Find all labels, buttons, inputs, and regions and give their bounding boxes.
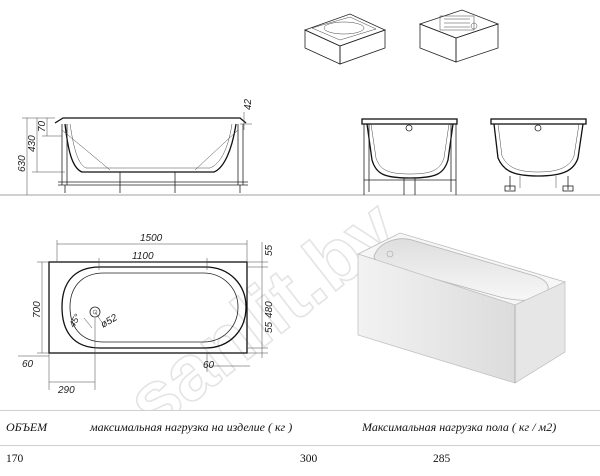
specs-header-row: ОБЪЕМ максимальная нагрузка на изделие (… [0, 410, 600, 446]
dim-drain-diameter: ø52 [99, 312, 120, 330]
plan-view: ø52 45° 1500 1100 55 480 55 700 290 60 [18, 233, 275, 396]
dim-rim: 42 [243, 98, 254, 110]
technical-drawing: sanlit.by [0, 9, 600, 410]
header-max-load-product: максимальная нагрузка на изделие ( кг ) [90, 420, 293, 434]
value-max-load-product: 300 [300, 453, 318, 465]
dim-length: 1500 [140, 233, 163, 244]
dim-inner-depth: 70 [37, 120, 48, 132]
side-view: 630 430 70 42 [0, 98, 600, 196]
front-view-legs [490, 118, 587, 192]
value-volume: 170 [6, 453, 24, 465]
front-view [361, 118, 458, 195]
value-max-floor-load: 285 [433, 453, 451, 465]
specs-table: ОБЪЕМ максимальная нагрузка на изделие (… [0, 410, 600, 476]
bath-render [356, 232, 567, 384]
dim-drain-offset: 60 [22, 359, 34, 370]
dim-inner-width: 480 [264, 301, 275, 318]
bath-frame-iso-icon [303, 13, 387, 65]
dim-end-offset: 60 [203, 360, 215, 371]
dim-width: 700 [32, 301, 43, 318]
specs-values-row: 170 300 285 [0, 450, 600, 474]
dim-edge-bottom: 55 [264, 321, 275, 333]
dim-total-height: 630 [17, 155, 28, 172]
bath-with-panel-iso-icon [418, 9, 500, 63]
header-max-floor-load: Максимальная нагрузка пола ( кг / м2) [362, 420, 557, 434]
dim-drain-from-end: 290 [57, 385, 75, 396]
dim-bowl-length: 1100 [132, 251, 154, 262]
header-volume: ОБЪЕМ [6, 420, 48, 434]
dim-body-height: 430 [27, 135, 38, 152]
dim-angle: 45° [67, 312, 83, 329]
dim-edge-top: 55 [264, 244, 275, 256]
